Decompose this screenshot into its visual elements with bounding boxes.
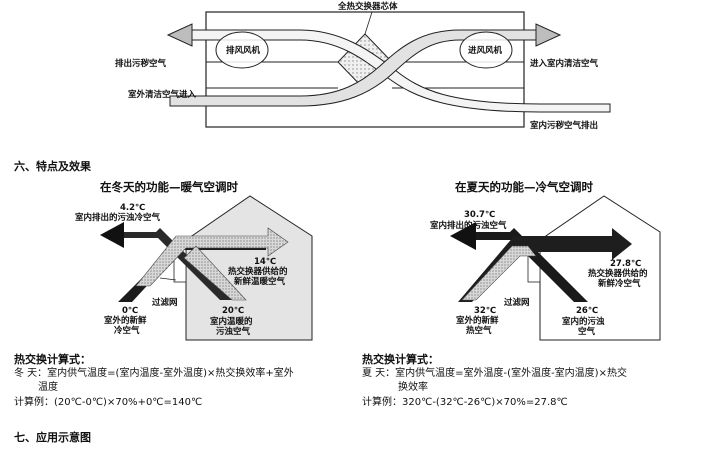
winter-t4-temp: 20℃ — [222, 306, 245, 316]
summer-t4-label-b: 空气 — [578, 327, 596, 337]
summer-formula-title: 热交换计算式： — [362, 353, 439, 366]
winter-formula-line3: 计算例：(20℃-0℃)×70%+0℃=140℃ — [14, 397, 203, 408]
winter-arrow-warm-supply — [135, 227, 289, 287]
indoor-dirty-label: 室内污秽空气排出 — [530, 121, 599, 131]
summer-filter-label: 过滤网 — [504, 298, 530, 308]
winter-t2-label-b: 新鲜温暖空气 — [234, 277, 286, 287]
intake-fan-label: 进风风机 — [468, 46, 503, 56]
intake-fan — [459, 31, 513, 69]
outdoor-clean-label: 室外清洁空气进入 — [128, 90, 197, 100]
summer-t2-temp: 27.8℃ — [610, 259, 642, 269]
summer-t2-label-a: 热交换器供给的 — [588, 269, 648, 279]
summer-t1-temp: 30.7℃ — [464, 210, 496, 220]
core-label: 全热交换器芯体 — [338, 2, 398, 12]
winter-formula-line1: 冬 天：室内供气温度=(室内温度-室外温度)×热交换效率+室外 — [14, 368, 294, 379]
winter-t1-temp: 4.2℃ — [120, 203, 146, 213]
section-6-heading: 六、特点及效果 — [14, 160, 91, 173]
summer-t3-label-a: 室外的新鲜 — [456, 316, 499, 326]
winter-formula-title: 热交换计算式： — [14, 353, 91, 366]
summer-formula-line2: 换效率 — [398, 382, 428, 393]
winter-t3-temp: 0℃ — [122, 306, 139, 316]
enter-clean-label: 进入室内清洁空气 — [530, 59, 599, 69]
summer-arrow-cool-supply — [461, 245, 537, 301]
summer-title: 在夏天的功能—冷气空调时 — [455, 180, 593, 194]
summer-arrow-hot-fresh — [458, 228, 632, 302]
winter-t2-temp: 14℃ — [254, 257, 277, 267]
winter-formula-line2: 温度 — [38, 382, 58, 393]
winter-t3-label-b: 冷空气 — [114, 326, 140, 336]
exhaust-fan-label: 排风风机 — [226, 46, 261, 56]
winter-arrow-exhaust — [100, 222, 232, 300]
summer-t4-label-a: 室内的污浊 — [562, 317, 605, 327]
summer-t3-label-b: 热空气 — [466, 326, 492, 336]
exhaust-fan — [215, 31, 269, 69]
winter-filter-label: 过滤网 — [152, 298, 178, 308]
summer-arrow-exhaust — [450, 222, 588, 302]
winter-title: 在冬天的功能—暖气空调时 — [100, 180, 238, 194]
exhaust-dirty-label: 排出污秽空气 — [115, 59, 167, 69]
winter-t3-label-a: 室外的新鲜 — [104, 316, 147, 326]
winter-t4-label-b: 污浊空气 — [216, 327, 251, 337]
section-7-heading: 七、应用示意图 — [14, 431, 91, 444]
winter-arrow-warm-dirty — [183, 245, 247, 301]
summer-formula-line1: 夏 天：室内供气温度=室外温度-(室外温度-室内温度)×热交 — [362, 368, 627, 379]
summer-t1-label: 室内排出的污浊空气 — [430, 221, 507, 231]
summer-t2-label-b: 新鲜冷空气 — [598, 279, 641, 289]
summer-t4-temp: 26℃ — [576, 306, 599, 316]
summer-formula-line3: 计算例：320℃-(32℃-26℃)×70%=27.8℃ — [362, 397, 568, 408]
winter-t1-label: 室内排出的污浊冷空气 — [75, 213, 161, 223]
winter-t2-label-a: 热交换器供给的 — [228, 267, 288, 277]
winter-t4-label-a: 室内温暖的 — [210, 317, 253, 327]
summer-t3-temp: 32℃ — [474, 306, 497, 316]
